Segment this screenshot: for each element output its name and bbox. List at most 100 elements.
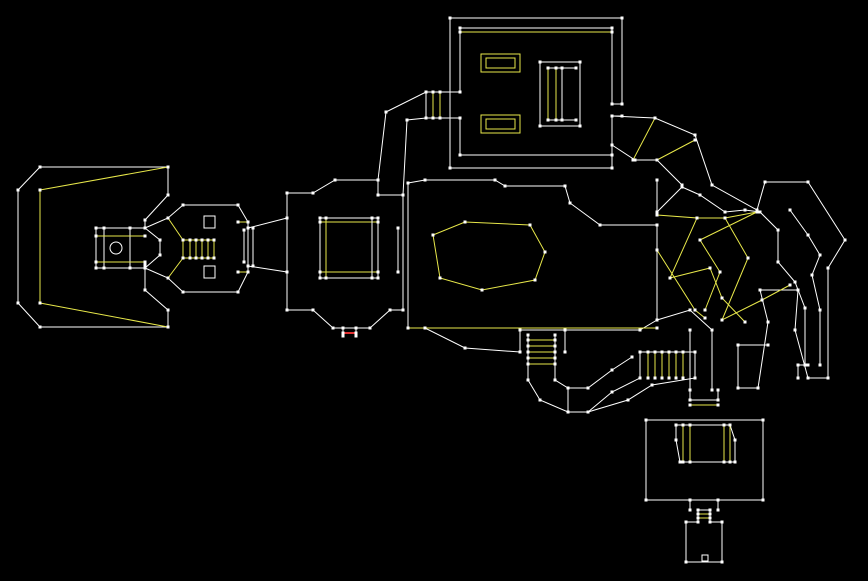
map-vertex	[788, 283, 792, 287]
map-vertex	[102, 226, 106, 230]
map-vertex	[181, 256, 185, 260]
map-vertex	[766, 320, 770, 324]
map-vertex	[756, 386, 760, 390]
map-vertex	[448, 166, 452, 170]
map-vertex	[368, 326, 372, 330]
map-vertex	[716, 403, 720, 407]
map-vertex	[546, 66, 550, 70]
map-vertex	[610, 166, 614, 170]
map-vertex	[424, 116, 428, 120]
map-vertex	[736, 386, 740, 390]
map-vertex	[166, 276, 170, 280]
map-vertex	[560, 66, 564, 70]
map-vertex	[743, 208, 747, 212]
map-vertex	[401, 193, 405, 197]
map-vertex	[708, 512, 712, 516]
map-vertex	[708, 516, 712, 520]
map-vertex	[94, 234, 98, 238]
map-vertex	[722, 423, 726, 427]
map-vertex	[806, 376, 810, 380]
map-vertex	[626, 398, 630, 402]
map-vertex	[646, 376, 650, 380]
map-vertex	[796, 363, 800, 367]
map-vertex	[526, 362, 530, 366]
map-vertex	[723, 210, 727, 214]
map-vertex	[463, 220, 467, 224]
map-vertex	[680, 183, 684, 187]
map-vertex	[311, 191, 315, 195]
map-vertex	[236, 203, 240, 207]
map-vertex	[776, 260, 780, 264]
map-vertex	[376, 193, 380, 197]
map-vertex	[696, 516, 700, 520]
map-vertex	[553, 378, 557, 382]
map-vertex	[423, 178, 427, 182]
map-vertex	[660, 350, 664, 354]
map-vertex	[370, 216, 374, 220]
map-vertex	[158, 238, 162, 242]
map-vertex	[188, 238, 192, 242]
map-vertex	[16, 301, 20, 305]
map-vertex	[693, 376, 697, 380]
map-vertex	[818, 253, 822, 257]
map-vertex	[458, 26, 462, 30]
map-vertex	[546, 118, 550, 122]
map-vertex	[503, 184, 507, 188]
map-vertex	[806, 180, 810, 184]
map-vertex	[543, 250, 547, 254]
map-vertex	[463, 346, 467, 350]
map-vertex	[688, 508, 692, 512]
map-vertex	[674, 376, 678, 380]
map-vertex	[38, 165, 42, 169]
map-vertex	[158, 253, 162, 257]
map-vertex	[285, 270, 289, 274]
map-vertex	[708, 266, 712, 270]
map-vertex	[568, 201, 572, 205]
map-vertex	[674, 350, 678, 354]
west-arena	[17, 166, 169, 328]
map-vertex	[610, 153, 614, 157]
map-vertex	[94, 226, 98, 230]
map-vertex	[655, 223, 659, 227]
map-vertex	[236, 270, 240, 274]
map-vertex	[236, 220, 240, 224]
map-vertex	[650, 383, 654, 387]
map-vertex	[733, 460, 737, 464]
map-vertex	[796, 288, 800, 292]
map-vertex	[644, 498, 648, 502]
map-vertex	[684, 560, 688, 564]
map-vertex	[333, 178, 337, 182]
map-vertex	[370, 276, 374, 280]
map-vertices	[16, 16, 847, 564]
map-vertex	[693, 308, 697, 312]
map-vertex	[194, 256, 198, 260]
map-vertex	[793, 328, 797, 332]
map-vertex	[406, 326, 410, 330]
map-vertex	[733, 438, 737, 442]
map-vertex	[681, 460, 685, 464]
map-vertex	[480, 288, 484, 292]
map-vertex	[206, 238, 210, 242]
map-vertex	[526, 356, 530, 360]
map-vertex	[553, 338, 557, 342]
map-vertex	[566, 410, 570, 414]
map-vertex	[388, 308, 392, 312]
map-vertex	[38, 188, 42, 192]
map-vertex	[655, 178, 659, 182]
map-vertex	[674, 423, 678, 427]
map-vertex	[716, 508, 720, 512]
map-vertex	[166, 193, 170, 197]
map-vertex	[566, 386, 570, 390]
map-vertex	[761, 418, 765, 422]
map-vertex	[181, 203, 185, 207]
map-vertex	[553, 350, 557, 354]
map-vertex	[166, 308, 170, 312]
map-vertex	[688, 423, 692, 427]
map-vertex	[758, 210, 762, 214]
map-vertex	[166, 216, 170, 220]
map-vertex	[526, 338, 530, 342]
map-vertex	[94, 266, 98, 270]
map-vertex	[610, 102, 614, 106]
map-vertex	[586, 386, 590, 390]
